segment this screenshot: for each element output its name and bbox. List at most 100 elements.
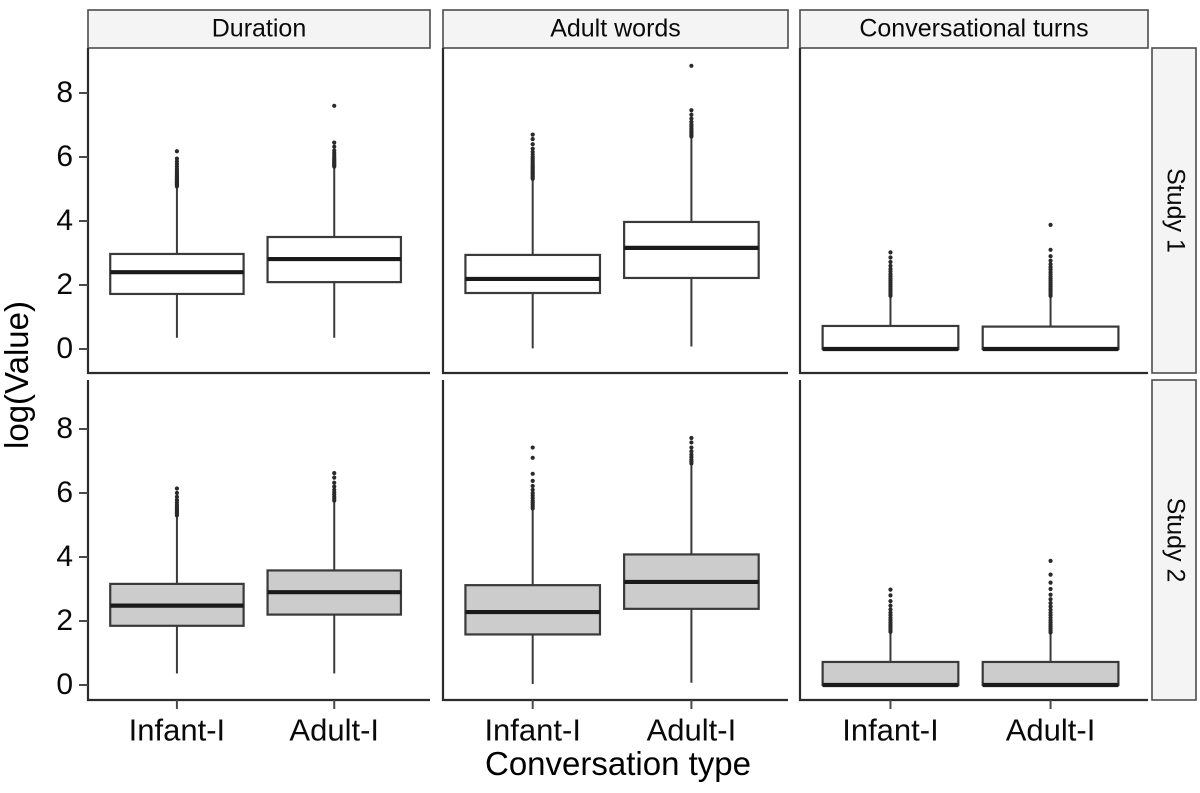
outlier-point [174,486,180,491]
outlier-point [689,63,694,68]
outlier-point [1048,262,1053,267]
y-tick-label: 4 [56,540,73,573]
y-tick-label: 0 [56,332,73,365]
row-strip-box [1151,379,1197,701]
outlier-point [1048,592,1053,597]
box-body[interactable] [981,325,1120,351]
panel-r1-c2 [441,48,788,375]
outlier-group [530,132,535,181]
box-body[interactable] [981,660,1120,687]
outlier-point [530,478,535,483]
outlier-point [1048,222,1053,227]
box-4[interactable] [623,63,760,347]
outlier-point [530,445,535,450]
row-strip-label: Study 1 [1161,168,1189,253]
panel-axis-frame [441,48,788,375]
outlier-point [888,607,893,612]
panel-axis-frame [441,380,788,702]
outlier-point [888,259,893,265]
outlier-group [332,103,337,169]
column-strip-label: Conversational turns [859,15,1088,43]
outlier-point [332,140,337,145]
outlier-point [1048,604,1053,609]
outlier-group [888,587,893,634]
outlier-point [530,455,535,460]
row-strip-box [1151,47,1197,374]
outlier-point [530,136,535,142]
outlier-point [1048,264,1053,270]
outlier-point [689,435,694,441]
box-12[interactable] [981,558,1120,688]
panel-r2-c2 [441,380,788,702]
panel-r2-c1 [86,380,430,702]
outlier-group [530,445,535,511]
panel-axis-frame [86,380,430,702]
box-6[interactable] [981,222,1120,352]
box-body[interactable] [821,660,960,687]
x-tick-label: Adult-I [289,712,379,747]
panel-r1-c3 [798,48,1148,375]
column-strip-label: Duration [212,15,307,43]
x-axis-title: Conversation type [485,745,751,782]
y-tick-label: 2 [56,268,73,301]
row-strip-2: Study 2 [1151,379,1197,701]
box-body[interactable] [821,324,960,351]
y-tick-label: 0 [56,668,73,701]
outlier-point [332,484,337,489]
column-strip-3: Conversational turns [799,9,1149,49]
outlier-point [1048,247,1053,252]
box-10[interactable] [623,435,760,683]
outlier-point [530,142,535,147]
outlier-point [888,593,893,598]
outlier-point [1048,597,1053,602]
box-7[interactable] [109,486,245,674]
box-8[interactable] [266,471,403,674]
outlier-point [888,587,893,592]
panel-axis-frame [798,48,1148,375]
column-strip-1: Duration [87,9,431,49]
x-tick-label: Adult-I [647,712,737,747]
outlier-point [689,112,694,117]
outlier-point [689,452,694,457]
outlier-group [689,63,694,139]
row-strip-1: Study 1 [1151,47,1197,374]
outlier-point [1048,572,1053,577]
outlier-point [174,149,180,154]
outlier-group [174,149,180,189]
column-strip-box [799,9,1149,49]
outlier-group [1048,222,1053,298]
outlier-point [689,445,694,450]
outlier-group [689,435,694,466]
box-2[interactable] [266,103,403,338]
x-axis-panel-1: Infant-I Adult-I [129,700,379,747]
box-9[interactable] [464,445,602,685]
box-5[interactable] [821,250,960,352]
outlier-point [1048,607,1053,612]
box-1[interactable] [109,149,245,338]
outlier-point [332,471,337,476]
panel-axis-frame [798,380,1148,702]
outlier-point [689,440,694,445]
column-strip-label: Adult words [550,15,681,43]
panel-axis-frame [86,48,430,375]
x-tick-label: Infant-I [129,712,226,747]
outlier-point [174,156,180,161]
outlier-point [1048,580,1053,585]
column-strip-2: Adult words [442,9,789,49]
y-axis-title: log(Value) [0,301,35,449]
y-tick-label: 8 [56,412,73,445]
row-strip-label: Study 2 [1161,498,1189,583]
box-body[interactable] [464,584,602,636]
outlier-group [174,486,180,518]
column-strip-box [442,9,789,49]
box-3[interactable] [464,132,602,349]
box-body[interactable] [464,253,602,295]
box-11[interactable] [821,587,960,688]
column-strip-box [87,9,431,49]
outlier-point [1048,254,1053,259]
outlier-point [689,116,694,121]
